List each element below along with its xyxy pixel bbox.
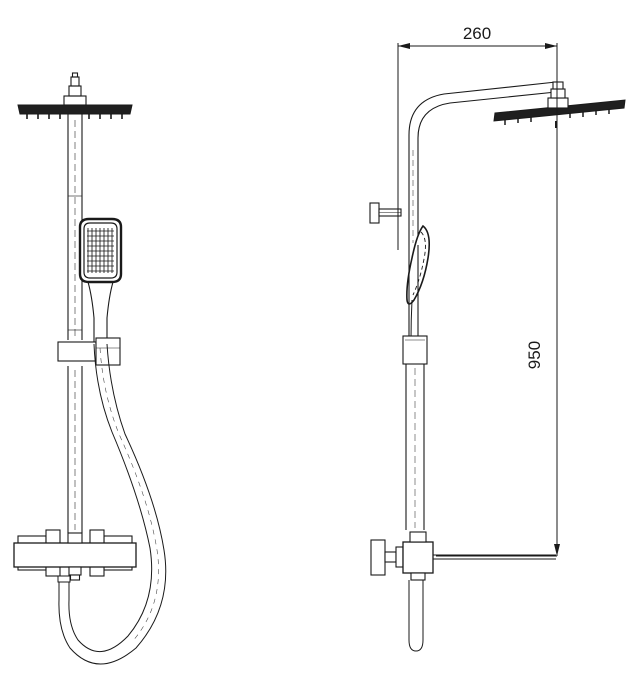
dim-arrow-down-icon xyxy=(554,544,560,556)
shower-nozzles xyxy=(26,114,123,119)
front-flexible-hose xyxy=(57,343,167,665)
horizontal-dimension-260: 260 xyxy=(397,24,558,250)
front-thermostatic-mixer xyxy=(13,529,137,581)
side-hose-drop xyxy=(408,580,424,652)
front-hand-shower xyxy=(78,217,123,344)
vertical-dimension-950: 950 xyxy=(436,110,560,557)
front-elevation-view xyxy=(13,72,167,665)
side-thermostatic-mixer xyxy=(370,531,556,581)
front-head-connector xyxy=(63,72,87,106)
side-elevation-view xyxy=(369,81,626,652)
dimension-label-vertical: 950 xyxy=(525,341,544,369)
dim-arrow-left-icon xyxy=(398,43,410,49)
hand-shower-spray-grid xyxy=(87,228,114,273)
dim-arrow-right-icon xyxy=(545,43,557,49)
front-slider-bracket xyxy=(57,337,121,366)
side-wall-bracket xyxy=(369,202,402,224)
front-overhead-shower-head xyxy=(17,104,133,119)
side-curved-arm xyxy=(408,81,557,245)
side-riser-rail xyxy=(402,245,428,530)
dimension-annotations: 260 950 xyxy=(397,24,560,557)
side-overhead-shower-head xyxy=(493,81,626,128)
front-riser-rail xyxy=(67,114,83,533)
side-shower-nozzles xyxy=(504,109,610,125)
dimension-label-horizontal: 260 xyxy=(463,24,491,43)
